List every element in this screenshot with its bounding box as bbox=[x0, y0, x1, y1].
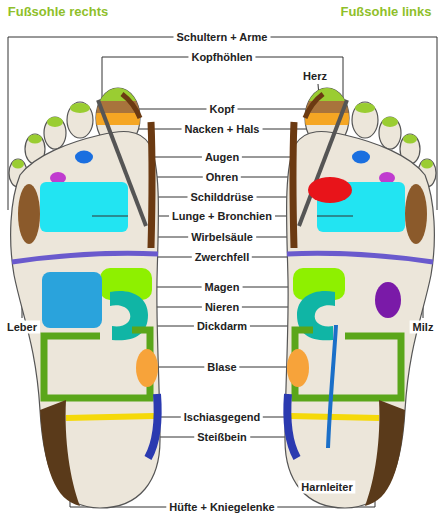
zone-label: Nacken + Hals bbox=[182, 123, 263, 136]
zone-label: Harnleiter bbox=[298, 481, 355, 494]
zone-label: Milz bbox=[410, 321, 437, 334]
zone-label: Schilddrüse bbox=[188, 191, 257, 204]
zone-label: Herz bbox=[300, 70, 330, 83]
zone-label: Ohren bbox=[203, 171, 241, 184]
zone-label: Schultern + Arme bbox=[174, 31, 271, 44]
ureter-zone bbox=[328, 325, 336, 448]
foot-heading: Fußsohle rechts bbox=[5, 5, 111, 18]
left-foot bbox=[285, 86, 436, 508]
zone-label: Magen bbox=[202, 281, 243, 294]
liver-zone bbox=[42, 272, 102, 328]
zone-label: Zwerchfell bbox=[192, 251, 252, 264]
zone-label: Kopf bbox=[206, 103, 237, 116]
zone-label: Steißbein bbox=[194, 431, 250, 444]
zone-label: Nieren bbox=[202, 301, 242, 314]
zone-label: Blase bbox=[204, 361, 239, 374]
foot-heading: Fußsohle links bbox=[337, 5, 434, 18]
leader-lines bbox=[8, 37, 437, 507]
zone-label: Wirbelsäule bbox=[188, 231, 256, 244]
zone-label: Dickdarm bbox=[194, 320, 250, 333]
zone-label: Ischiasgegend bbox=[181, 411, 263, 424]
heart-zone bbox=[308, 177, 352, 203]
zone-label: Kopfhöhlen bbox=[188, 51, 255, 64]
zone-label: Hüfte + Kniegelenke bbox=[166, 501, 277, 514]
zone-label: Augen bbox=[202, 151, 242, 164]
zone-label: Leber bbox=[4, 321, 40, 334]
zone-label: Lunge + Bronchien bbox=[169, 210, 275, 223]
right-foot bbox=[9, 86, 160, 508]
spleen-zone bbox=[375, 282, 401, 318]
